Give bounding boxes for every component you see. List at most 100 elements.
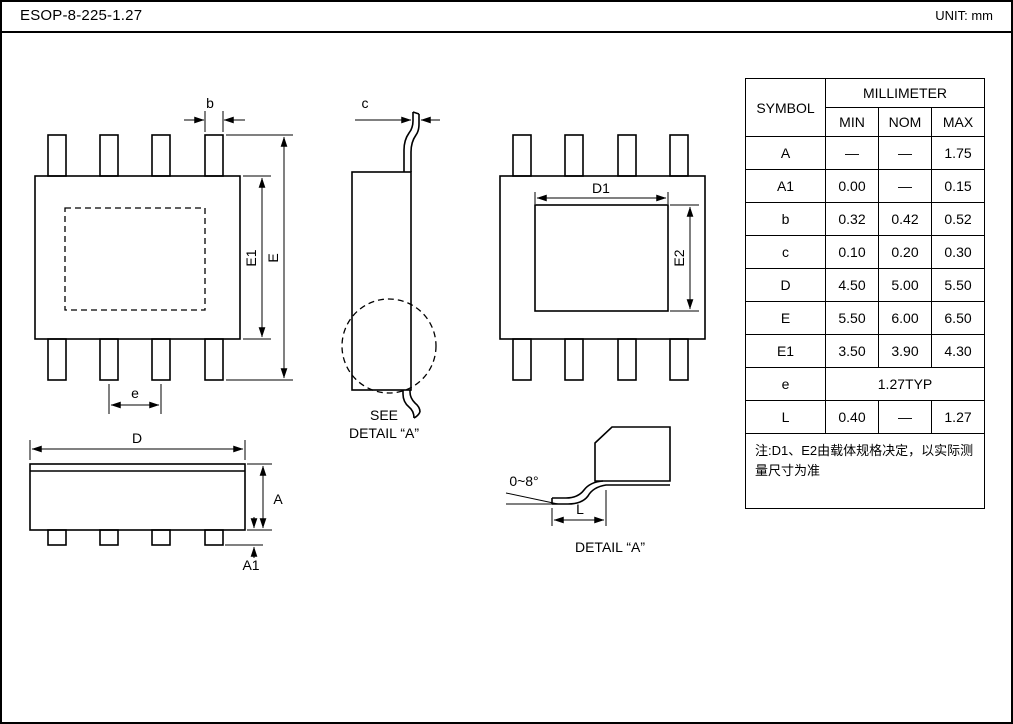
top-lead-inner <box>410 114 420 172</box>
package-body <box>34 175 241 340</box>
top-view: b E1 E e <box>34 95 293 414</box>
symbol-cell: c <box>745 235 826 269</box>
dim-c: c <box>355 95 440 124</box>
max-cell: 1.75 <box>930 136 986 170</box>
table-note-row: 注:D1、E2由载体规格决定，以实际测量尺寸为准 <box>744 433 986 509</box>
dim-E2: E2 <box>670 204 699 312</box>
pin <box>99 134 119 177</box>
table-row: D 4.50 5.00 5.50 <box>745 268 986 302</box>
table-row: E 5.50 6.00 6.50 <box>745 301 986 335</box>
dim-A: A <box>247 463 283 531</box>
top-view-pins <box>47 134 224 381</box>
package-drawing: b E1 E e <box>29 95 706 573</box>
max-cell: 0.52 <box>930 202 986 236</box>
symbol-cell: E <box>745 301 826 335</box>
col-header-max: MAX <box>930 107 986 137</box>
pin <box>99 529 119 546</box>
dim-b: b <box>184 95 245 132</box>
col-header-symbol: SYMBOL <box>745 78 826 137</box>
dim-label-E: E <box>265 253 281 262</box>
pin <box>151 529 171 546</box>
max-cell: 6.50 <box>930 301 986 335</box>
pin <box>47 338 67 381</box>
dim-label-D1: D1 <box>592 180 610 196</box>
see-label: SEE <box>370 407 398 423</box>
col-header-millimeter: MILLIMETER <box>824 78 986 108</box>
top-lead-outer <box>403 112 414 172</box>
front-view-leads <box>47 529 224 546</box>
symbol-cell: E1 <box>745 334 826 368</box>
col-header-nom: NOM <box>878 107 932 137</box>
symbol-cell: L <box>745 400 826 434</box>
nom-cell: 5.00 <box>878 268 932 302</box>
min-cell: 4.50 <box>825 268 879 302</box>
pin <box>204 338 224 381</box>
symbol-cell: A1 <box>745 169 826 203</box>
pin <box>47 529 67 546</box>
table-note: 注:D1、E2由载体规格决定，以实际测量尺寸为准 <box>744 433 986 509</box>
angle-label: 0~8° <box>509 473 538 489</box>
nom-cell: — <box>878 169 932 203</box>
pin <box>151 134 171 177</box>
table-row: A1 0.00 — 0.15 <box>745 169 986 203</box>
max-cell: 1.27 <box>930 400 986 434</box>
title-bar: ESOP-8-225-1.27 UNIT: mm <box>0 0 1013 33</box>
pin <box>617 338 637 381</box>
front-view: D A A1 <box>29 430 283 573</box>
exposed-pad-outline <box>64 207 206 311</box>
pin <box>151 338 171 381</box>
span-cell: 1.27TYP <box>824 367 986 401</box>
detail-a-view: 0~8° L DETAIL “A” <box>505 426 671 555</box>
pin <box>512 134 532 177</box>
dim-D: D <box>29 430 246 460</box>
nom-cell: 6.00 <box>878 301 932 335</box>
unit-label: UNIT: mm <box>935 8 993 23</box>
table-row: c 0.10 0.20 0.30 <box>745 235 986 269</box>
dim-label-b: b <box>206 95 214 111</box>
angle-line <box>505 492 559 505</box>
nom-cell: — <box>878 136 932 170</box>
dim-label-D: D <box>132 430 142 446</box>
dim-L: L <box>551 490 607 526</box>
dim-label-A1: A1 <box>242 557 259 573</box>
lead-top-face <box>552 480 604 499</box>
nom-cell: 0.42 <box>878 202 932 236</box>
end-view-body <box>351 171 412 391</box>
max-cell: 5.50 <box>930 268 986 302</box>
min-cell: 0.00 <box>825 169 879 203</box>
min-cell: 0.10 <box>825 235 879 269</box>
symbol-cell: e <box>745 367 826 401</box>
side-body <box>29 463 246 531</box>
table-row: A — — 1.75 <box>745 136 986 170</box>
detail-title: DETAIL “A” <box>575 539 645 555</box>
bottom-lead-outer <box>402 390 415 419</box>
max-cell: 0.30 <box>930 235 986 269</box>
dim-label-E1: E1 <box>243 249 259 266</box>
dim-E: E <box>226 134 293 381</box>
pin <box>669 134 689 177</box>
col-header-min: MIN <box>825 107 879 137</box>
package-body <box>499 175 706 340</box>
pin <box>564 134 584 177</box>
min-cell: 0.40 <box>825 400 879 434</box>
pin <box>204 134 224 177</box>
thermal-pad <box>534 204 669 312</box>
bottom-view-pins <box>512 134 689 381</box>
bottom-view: D1 E2 <box>499 134 706 381</box>
bottom-lead-inner <box>409 390 421 413</box>
table-row: b 0.32 0.42 0.52 <box>745 202 986 236</box>
pin <box>204 529 224 546</box>
min-cell: 5.50 <box>825 301 879 335</box>
page-title: ESOP-8-225-1.27 <box>20 7 143 24</box>
symbol-cell: A <box>745 136 826 170</box>
dim-E1: E1 <box>243 175 271 340</box>
top-lead-tip <box>412 111 420 115</box>
dim-A1: A1 <box>225 517 263 573</box>
detail-callout-circle <box>341 298 437 394</box>
min-cell: — <box>825 136 879 170</box>
table-row: e 1.27TYP <box>745 367 986 401</box>
nom-cell: 0.20 <box>878 235 932 269</box>
dim-label-e: e <box>131 385 139 401</box>
end-view: c SEE DETAIL “A” <box>341 95 440 441</box>
